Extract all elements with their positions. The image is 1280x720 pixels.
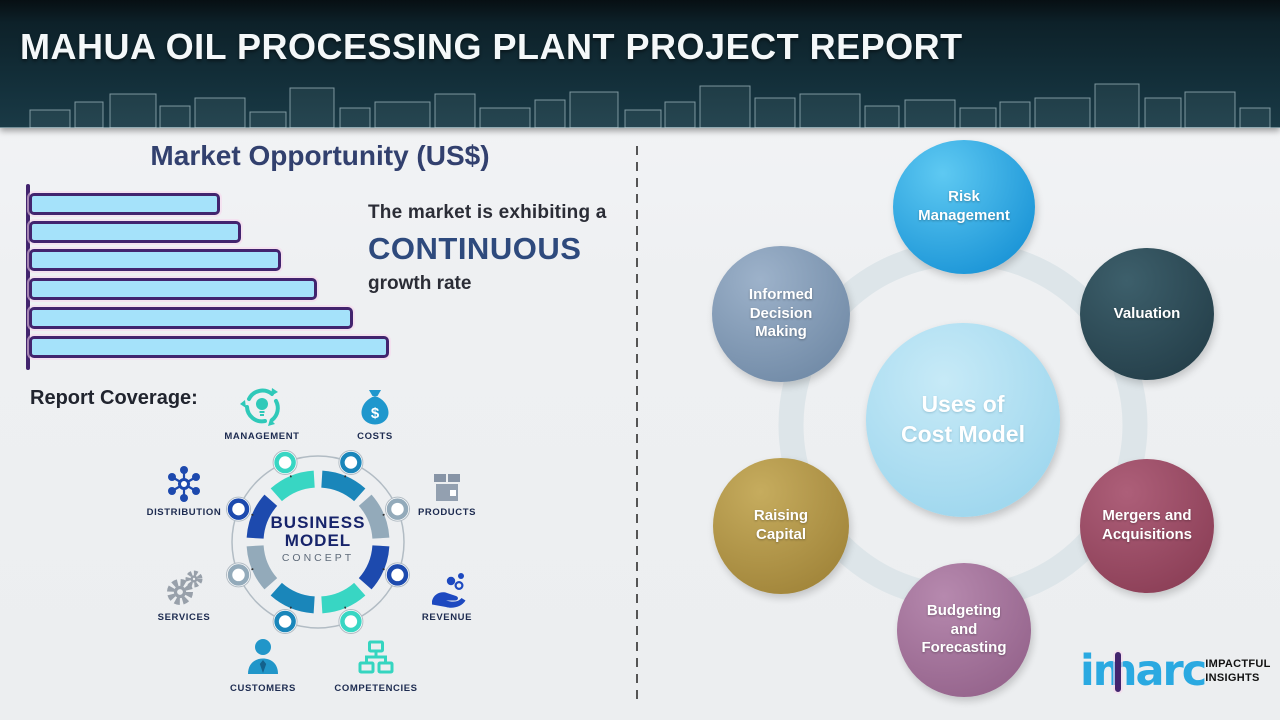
competencies-icon: [358, 640, 394, 674]
logo-divider: [1115, 651, 1121, 692]
bubble-text-line: Risk: [948, 188, 980, 206]
bubble-valuation: Valuation: [1080, 248, 1214, 380]
bar-chart-bar: [29, 193, 220, 215]
report-coverage-label: Report Coverage:: [30, 387, 198, 409]
customers-icon: [248, 639, 278, 674]
bar-chart-bar: [29, 278, 317, 300]
uses-center-line-1: Uses of: [921, 391, 1005, 418]
imarc-logo: imarc IMPACTFUL INSIGHTS: [1080, 650, 1271, 693]
imarc-tagline: IMPACTFUL INSIGHTS: [1205, 658, 1270, 684]
tagline-line-2: INSIGHTS: [1205, 671, 1260, 684]
business-model-subtitle: CONCEPT: [281, 551, 355, 564]
tagline-line-1: IMPACTFUL: [1205, 658, 1271, 671]
coverage-item-distribution: DISTRIBUTION: [146, 507, 222, 518]
bubble-budgeting-forecasting: Budgeting and Forecasting: [897, 563, 1031, 697]
bubble-text-line: Valuation: [1113, 304, 1181, 322]
bubble-text-line: Capital: [755, 526, 806, 543]
coverage-item-revenue: REVENUE: [421, 612, 473, 623]
bubble-text-line: Mergers and: [1102, 507, 1192, 525]
business-model-ring-diagram: [226, 450, 410, 634]
bar-chart-bar: [29, 307, 353, 329]
bar-chart-axis: [26, 184, 30, 370]
coverage-item-products: PRODUCTS: [417, 507, 477, 518]
costs-icon: $: [361, 390, 389, 425]
imarc-logo-text: imarc: [1080, 646, 1207, 696]
bubble-mergers-acquisitions: Mergers and Acquisitions: [1080, 459, 1214, 593]
growth-line-1: The market is exhibiting a: [368, 202, 607, 223]
uses-center-line-2: Cost Model: [901, 421, 1025, 447]
bubble-informed-decision-making: Informed Decision Making: [712, 246, 850, 382]
bubble-text-line: Raising: [753, 507, 809, 525]
bubble-text-line: Budgeting: [926, 601, 1002, 619]
bar-chart-bar: [29, 221, 241, 243]
header-banner: MAHUA OIL PROCESSING PLANT PROJECT REPOR…: [0, 0, 1280, 128]
uses-center-bubble: Uses of Cost Model: [866, 323, 1060, 517]
bubble-text-line: and: [950, 620, 978, 638]
growth-emphasis: CONTINUOUS: [368, 231, 582, 266]
bubble-text-line: Informed: [748, 285, 814, 303]
bubble-raising-capital: Raising Capital: [713, 458, 849, 594]
vertical-dashed-divider: [636, 146, 638, 704]
bubble-risk-management: Risk Management: [893, 140, 1035, 274]
svg-text:$: $: [371, 405, 380, 422]
market-opportunity-title: Market Opportunity (US$): [150, 140, 490, 171]
business-model-center-text: BUSINESS MODEL CONCEPT: [218, 514, 418, 564]
coverage-item-management: MANAGEMENT: [224, 431, 300, 442]
coverage-item-costs: COSTS: [357, 431, 393, 442]
bubble-text-line: Making: [755, 323, 807, 341]
bubble-text-line: Acquisitions: [1101, 526, 1192, 543]
products-icon: [434, 474, 460, 501]
bubble-text-line: Forecasting: [921, 639, 1007, 657]
growth-line-2: growth rate: [368, 273, 472, 294]
coverage-item-services: SERVICES: [157, 612, 211, 623]
coverage-item-customers: CUSTOMERS: [230, 683, 296, 694]
bubble-text-line: Decision: [749, 304, 813, 322]
management-icon: [240, 388, 280, 426]
business-model-title-1: BUSINESS: [270, 513, 366, 532]
bar-chart-bar: [29, 249, 281, 271]
coverage-item-competencies: COMPETENCIES: [334, 683, 418, 694]
ring-node-icons: [226, 450, 410, 634]
growth-statement: The market is exhibiting a CONTINUOUS gr…: [368, 202, 628, 295]
revenue-icon: [432, 573, 466, 608]
city-skyline-graphic: [0, 83, 1280, 128]
distribution-icon: [168, 466, 200, 502]
bar-chart-bar: [29, 336, 389, 358]
bubble-text-line: Management: [918, 207, 1010, 224]
services-icon: [167, 570, 203, 605]
business-model-title-2: MODEL: [284, 530, 352, 550]
page-title: MAHUA OIL PROCESSING PLANT PROJECT REPOR…: [20, 26, 963, 67]
